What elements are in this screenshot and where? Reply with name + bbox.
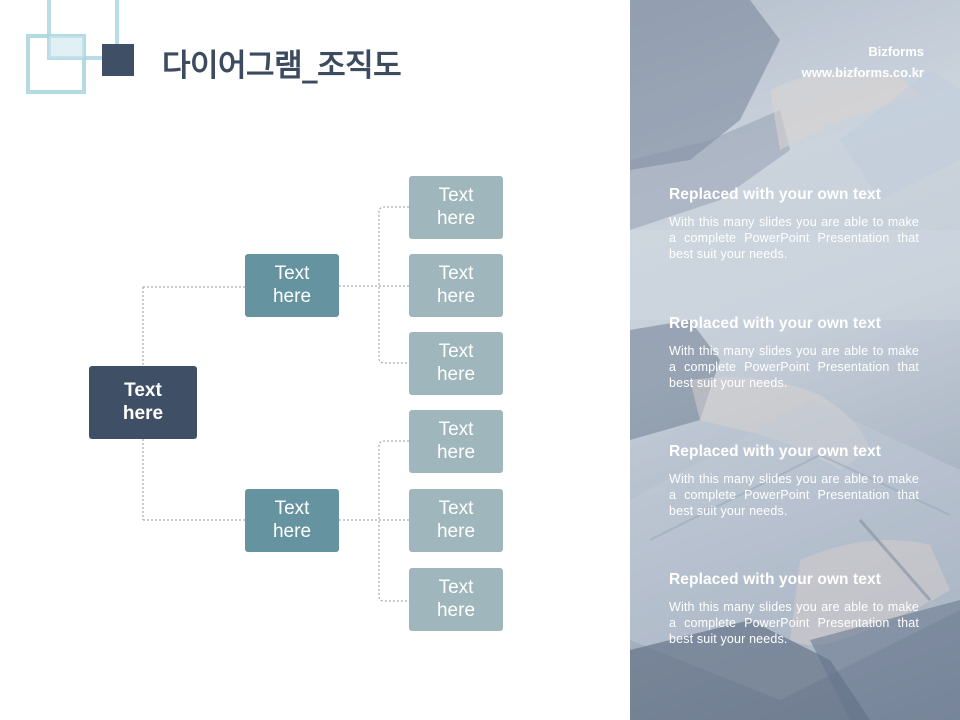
info-block-4: Replaced with your own text With this ma… (669, 571, 919, 647)
info-block-1: Replaced with your own text With this ma… (669, 186, 919, 262)
info-block-body: With this many slides you are able to ma… (669, 472, 919, 518)
org-leaf-node-2-3[interactable]: Text here (409, 568, 503, 631)
org-leaf-node-1-1[interactable]: Text here (409, 176, 503, 239)
info-block-heading: Replaced with your own text (669, 443, 881, 460)
brand-name: Bizforms (868, 44, 924, 59)
info-block-3: Replaced with your own text With this ma… (669, 443, 919, 519)
brand-block: Bizforms www.bizforms.co.kr (802, 41, 924, 83)
org-root-node[interactable]: Text here (89, 366, 197, 439)
photo-side-panel: Bizforms www.bizforms.co.kr Replaced wit… (630, 0, 960, 720)
org-leaf-label: Text here (436, 576, 476, 621)
org-chart-connectors (142, 206, 409, 602)
org-leaf-label: Text here (436, 340, 476, 385)
org-leaf-label: Text here (436, 262, 476, 307)
org-root-label: Text here (122, 379, 164, 424)
brand-url[interactable]: www.bizforms.co.kr (801, 65, 924, 80)
org-leaf-label: Text here (436, 497, 476, 542)
info-block-heading: Replaced with your own text (669, 315, 881, 332)
info-block-2: Replaced with your own text With this ma… (669, 315, 919, 391)
org-leaf-node-1-2[interactable]: Text here (409, 254, 503, 317)
org-branch-label: Text here (272, 262, 312, 307)
decorative-squares-logo (26, 0, 134, 94)
business-hands-photo (630, 0, 960, 720)
org-leaf-node-2-1[interactable]: Text here (409, 410, 503, 473)
org-branch-node-1[interactable]: Text here (245, 254, 339, 317)
page-title: 다이어그램_조직도 (162, 48, 402, 84)
org-leaf-label: Text here (436, 418, 476, 463)
info-block-body: With this many slides you are able to ma… (669, 344, 919, 390)
org-leaf-label: Text here (436, 184, 476, 229)
info-block-heading: Replaced with your own text (669, 186, 881, 203)
info-block-body: With this many slides you are able to ma… (669, 600, 919, 646)
org-branch-label: Text here (272, 497, 312, 542)
org-leaf-node-1-3[interactable]: Text here (409, 332, 503, 395)
org-leaf-node-2-2[interactable]: Text here (409, 489, 503, 552)
info-block-heading: Replaced with your own text (669, 571, 881, 588)
info-block-body: With this many slides you are able to ma… (669, 215, 919, 261)
org-branch-node-2[interactable]: Text here (245, 489, 339, 552)
